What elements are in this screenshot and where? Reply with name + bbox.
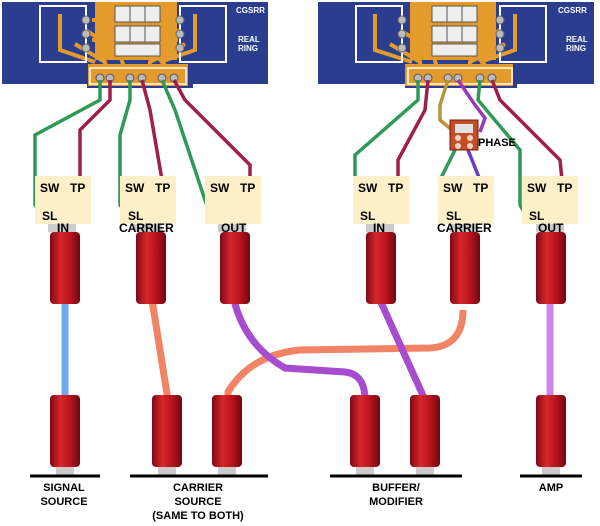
label-carrier-2: SOURCE [174,496,221,508]
plug-right-out [536,232,566,304]
jack-left-carrier: SW TP SL [120,176,176,232]
label-buffer-2: MODIFIER [369,496,423,508]
plug-right-carrier [450,232,480,304]
jack-left-carrier-tp: TP [155,181,170,195]
wire-right-phase-a [438,79,454,132]
jack-left-in-sl: SL [42,209,57,223]
wire-right-out-tp [490,79,564,181]
jack-right-out-sl: SL [529,209,544,223]
wire-right-in-tp [396,79,430,180]
jack-right-carrier-sl: SL [446,209,461,223]
jack-right-out: SW TP SL [522,176,578,232]
pcb-left-brand: CGSRR [236,6,265,15]
jack-right-in-sl: SL [360,209,375,223]
pcb-right-name-2: RING [566,44,586,53]
pcb-right-name-1: REAL [566,35,588,44]
label-carrier-1: CARRIER [173,482,223,494]
jack-left-out-sw: SW [210,181,230,195]
pcb-left-name-2: RING [238,44,258,53]
plug-right-in [366,232,396,304]
jack-left-out: SW TP [205,176,261,232]
plug-buffer-out [410,395,440,475]
jack-left-in: SW TP SL [35,176,91,232]
pcb-left-name-1: REAL [238,35,260,44]
plug-left-in [50,232,80,304]
label-signal-2: SOURCE [40,496,87,508]
jacks: SW TP SL SW TP SL SW TP SW TP SL SW [35,176,578,235]
jack-right-in-tp: TP [388,181,403,195]
jack-left-in-tp: TP [70,181,85,195]
wire-left-in-tp [78,80,112,180]
label-buffer-1: BUFFER/ [372,482,420,494]
jack-right-in: SW TP SL [353,176,409,232]
plugs [30,232,582,478]
jack-right-out-tp: TP [557,181,572,195]
device-labels: SIGNAL SOURCE CARRIER SOURCE (SAME TO BO… [40,482,563,522]
label-right-carrier: CARRIER [437,221,492,235]
plug-buffer-in [350,395,380,475]
cable-left-out-to-buffer [230,299,369,401]
wire-left-out-tp [172,79,252,180]
label-right-in: IN [373,221,385,235]
phase-label: PHASE [478,137,516,149]
jack-right-carrier-tp: TP [473,181,488,195]
label-amp: AMP [539,482,563,494]
hookup-wires [33,79,564,217]
plug-carrier-source-b [212,395,242,475]
cable-carrier-to-left-carrier [148,299,172,401]
cable-buffer-to-right-in [376,298,429,402]
jack-left-out-tp: TP [240,181,255,195]
patch-cables [61,298,554,402]
jack-left-carrier-sw: SW [125,181,145,195]
wire-left-carrier-tp [140,79,164,181]
jack-left-in-sw: SW [40,181,60,195]
plug-amp [536,395,566,475]
jack-right-carrier: SW TP SL [438,176,494,232]
phase-switch: PHASE [449,119,516,151]
jack-right-carrier-sw: SW [443,181,463,195]
label-left-in: IN [57,221,69,235]
label-signal-1: SIGNAL [43,482,85,494]
wire-right-phase-b [456,79,487,133]
jack-right-out-sw: SW [527,181,547,195]
cable-carrier-to-right-carrier [224,309,467,400]
plug-left-out [220,232,250,304]
pcb-right-brand: CGSRR [558,6,587,15]
pcb-left: CGSRR REAL RING [2,2,268,88]
label-carrier-3: (SAME TO BOTH) [152,510,244,522]
label-left-carrier: CARRIER [119,221,174,235]
wire-right-carrier-tp [466,149,482,181]
jack-left-carrier-sl: SL [128,209,143,223]
jack-right-in-sw: SW [358,181,378,195]
pcb-right: CGSRR REAL RING [318,2,594,88]
plug-signal-source [50,395,80,475]
plug-left-carrier [136,232,166,304]
plug-carrier-source-a [152,395,182,475]
label-right-out: OUT [538,221,564,235]
label-left-out: OUT [221,221,247,235]
